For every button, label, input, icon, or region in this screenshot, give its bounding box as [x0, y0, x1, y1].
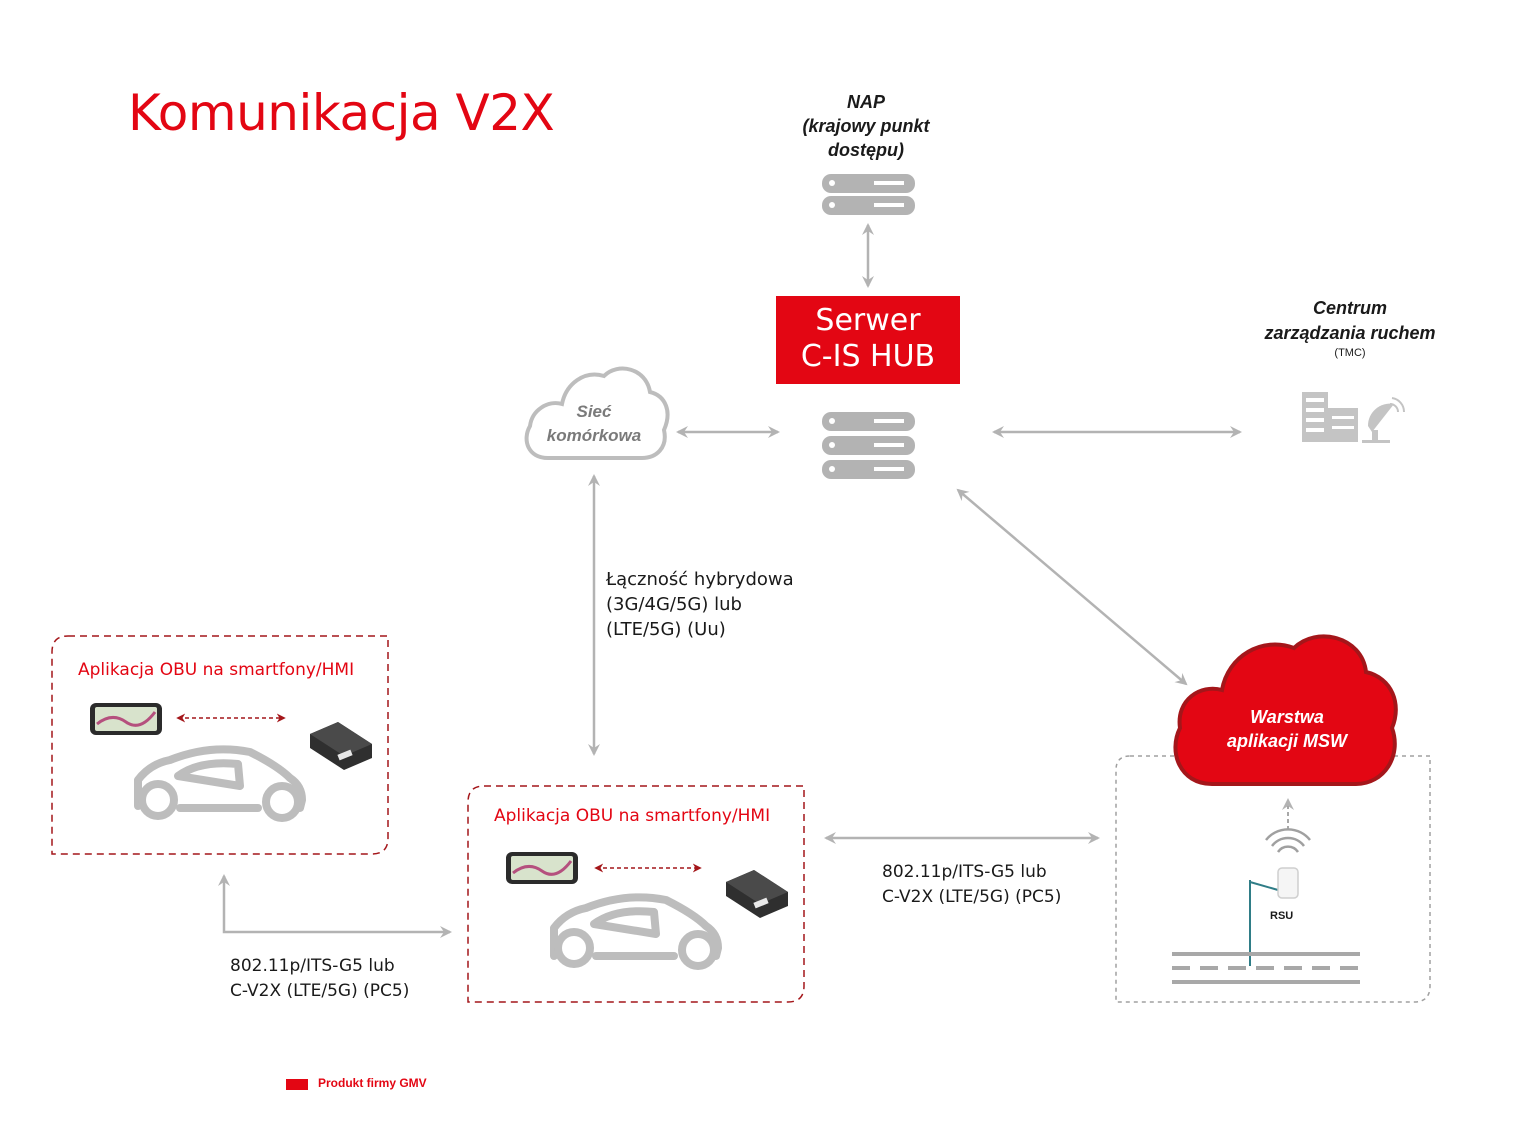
rsu-box	[1115, 755, 1431, 1003]
hub-line1: Serwer	[815, 303, 921, 338]
road-icon	[1172, 952, 1360, 984]
link-left-line1: 802.11p/ITS-G5 lub	[230, 956, 395, 976]
obu-left-label: Aplikacja OBU na smartfony/HMI	[78, 660, 355, 680]
cellular-line1: Sieć	[576, 402, 612, 421]
link-right-line1: 802.11p/ITS-G5 lub	[882, 862, 1047, 882]
tmc-line2: zarządzania ruchem	[1264, 323, 1436, 343]
obu-device-icon-center	[726, 870, 788, 918]
obu-center-label: Aplikacja OBU na smartfony/HMI	[494, 806, 771, 826]
building-icon	[1302, 392, 1358, 442]
link-right-label: 802.11p/ITS-G5 lub C-V2X (LTE/5G) (PC5)	[882, 860, 1061, 910]
link-right-line2: C-V2X (LTE/5G) (PC5)	[882, 887, 1062, 907]
smartphone-icon-center	[506, 852, 578, 884]
msw-cloud-icon	[1173, 634, 1398, 786]
msw-line1: Warstwa	[1250, 707, 1324, 727]
tmc-line1: Centrum	[1312, 298, 1387, 318]
hybrid-line2: (3G/4G/5G) lub	[606, 594, 742, 615]
link-left-line2: C-V2X (LTE/5G) (PC5)	[230, 981, 410, 1001]
cellular-label: Sieć komórkowa	[528, 400, 660, 448]
nap-label: NAP (krajowy punkt dostępu)	[780, 90, 952, 162]
cellular-line2: komórkowa	[546, 426, 642, 445]
car-icon-left	[134, 745, 306, 822]
hub-line2: C-IS HUB	[800, 339, 936, 374]
hub-box: Serwer C-IS HUB	[776, 296, 960, 384]
satellite-dish-icon	[1362, 397, 1406, 443]
hybrid-line1: Łączność hybrydowa	[606, 569, 794, 590]
obu-center-box	[467, 785, 805, 1003]
hub-server-icon	[822, 412, 915, 479]
link-left-label: 802.11p/ITS-G5 lub C-V2X (LTE/5G) (PC5)	[230, 954, 409, 1004]
obu-left-box	[51, 635, 389, 855]
legend-label: Produkt firmy GMV	[318, 1076, 427, 1090]
obu-device-icon-left	[310, 722, 372, 770]
page-title: Komunikacja V2X	[128, 84, 555, 142]
tmc-label: Centrum zarządzania ruchem (TMC)	[1225, 296, 1475, 360]
nap-line3: dostępu)	[828, 140, 904, 160]
msw-label: Warstwa aplikacji MSW	[1192, 705, 1382, 753]
wifi-signal-icon	[1265, 828, 1311, 853]
left-center-link-arrow	[218, 874, 452, 938]
hybrid-line3: (LTE/5G) (Uu)	[606, 619, 726, 640]
msw-line2: aplikacji MSW	[1226, 731, 1348, 751]
hub-msw-arrow	[956, 488, 1188, 686]
legend-swatch	[286, 1079, 308, 1090]
rsu-antenna-icon	[1249, 867, 1299, 966]
car-icon-center	[550, 893, 722, 970]
smartphone-icon-left	[90, 703, 162, 735]
rsu-label: RSU	[1270, 910, 1294, 922]
tmc-abbr: (TMC)	[1334, 347, 1366, 359]
hybrid-label: Łączność hybrydowa (3G/4G/5G) lub (LTE/5…	[606, 567, 826, 642]
nap-server-icon	[822, 174, 915, 215]
nap-line1: NAP	[846, 92, 885, 112]
cellular-cloud-icon	[524, 366, 670, 460]
nap-line2: (krajowy punkt	[802, 116, 930, 136]
